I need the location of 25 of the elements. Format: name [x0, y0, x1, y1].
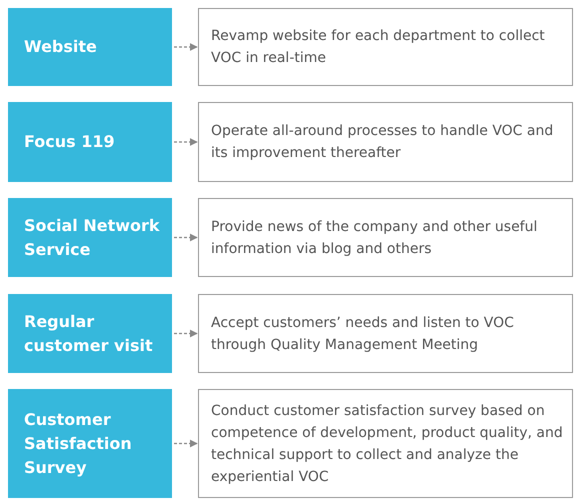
arrow — [174, 234, 198, 242]
category-box — [8, 389, 172, 498]
category-label: Social Network Service — [24, 214, 161, 260]
category-label: Regular customer visit — [24, 310, 154, 356]
category-box — [8, 102, 172, 182]
description-text: Conduct customer satisfaction survey based on competence of development, product quality, and technical support to collect and analyze the experiential VOC — [211, 402, 564, 486]
arrow — [174, 43, 198, 51]
category-label: Focus 119 — [24, 131, 115, 153]
description-box — [198, 294, 573, 373]
description-box — [198, 389, 573, 498]
description-box — [198, 102, 573, 182]
category-label: Website — [24, 36, 97, 58]
description-text: Operate all-around processes to handle VOC and its improvement thereafter — [211, 122, 554, 163]
description-text: Revamp website for each department to collect VOC in real-time — [211, 27, 546, 68]
arrow — [174, 440, 198, 448]
description-box — [198, 8, 573, 86]
category-box — [8, 198, 172, 277]
arrow — [174, 330, 198, 338]
category-label: Customer Satisfaction Survey — [24, 408, 133, 478]
category-box — [8, 294, 172, 373]
category-box — [8, 8, 172, 86]
description-box — [198, 198, 573, 277]
arrow — [174, 138, 198, 146]
description-text: Provide news of the company and other useful information via blog and others — [211, 218, 538, 258]
description-text: Accept customers’ needs and listen to VOC through Quality Management Meeting — [211, 314, 515, 354]
